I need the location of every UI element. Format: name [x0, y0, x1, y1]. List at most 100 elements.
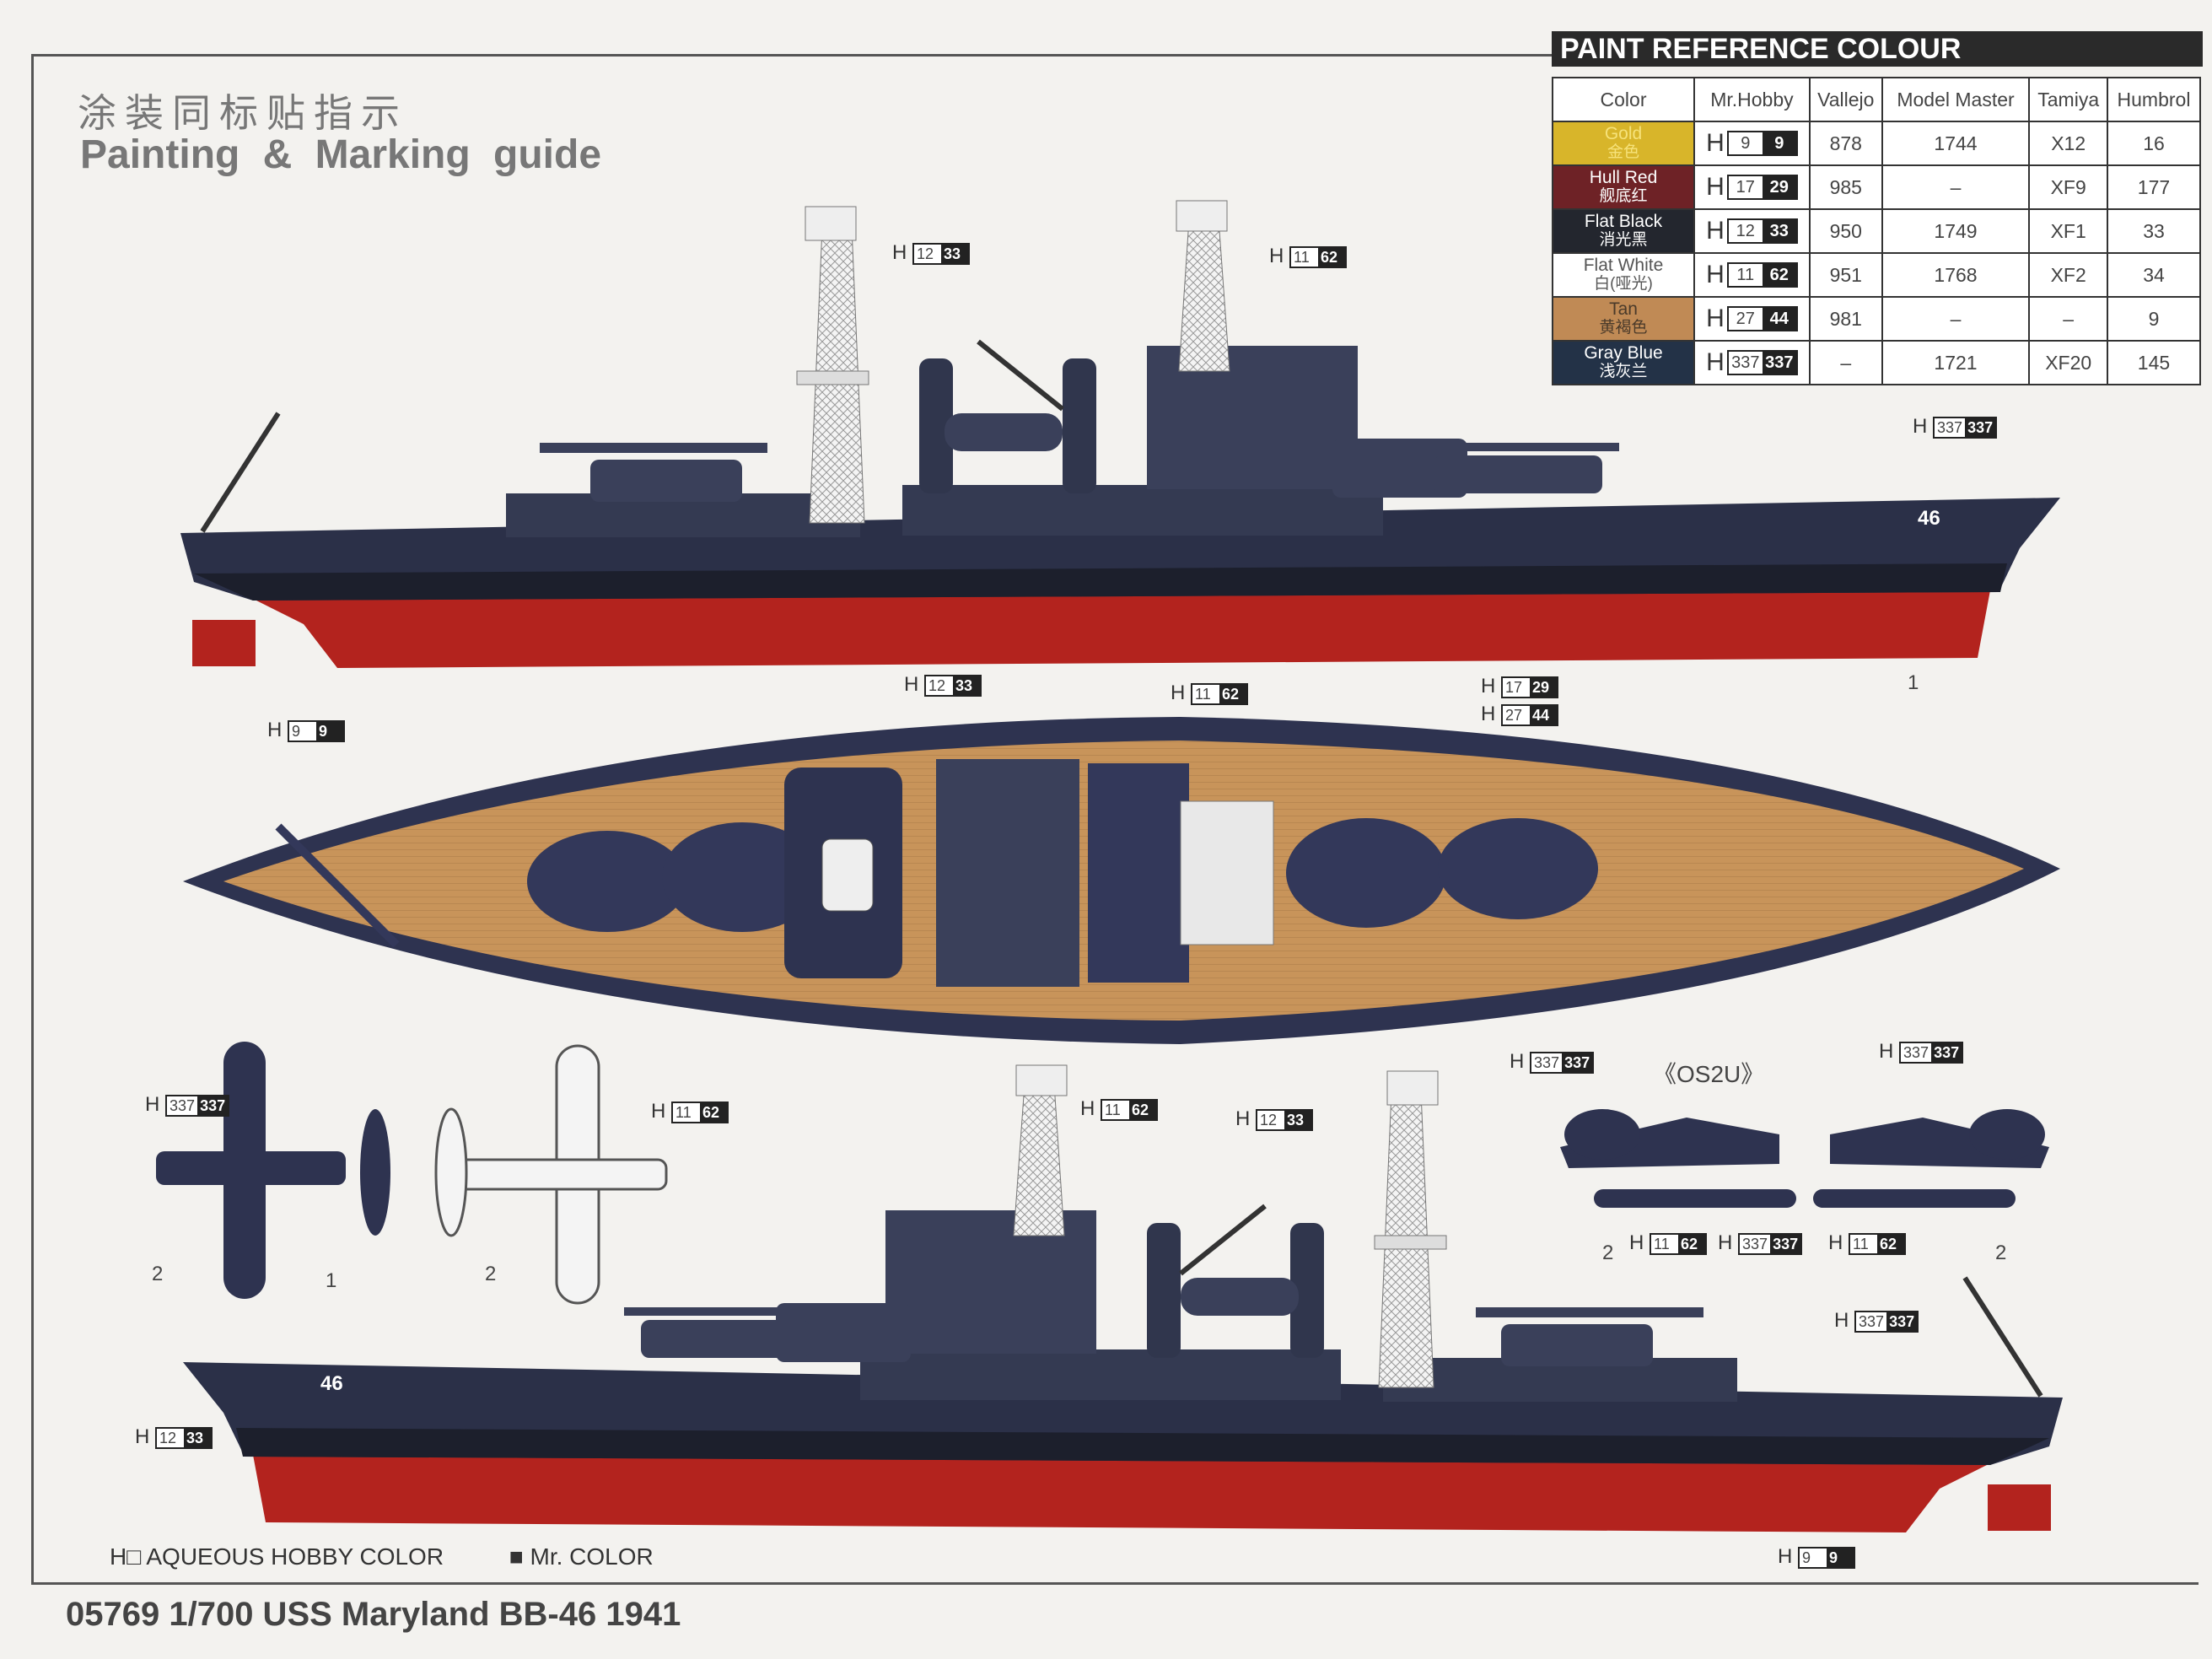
- mr-color-code: 337: [1886, 1312, 1918, 1331]
- aqueous-code: 9: [1800, 1548, 1827, 1567]
- color-name-cn: 黄褐色: [1599, 319, 1648, 337]
- part-number: 1: [1908, 671, 1919, 694]
- mr-color-code: 9: [316, 721, 344, 741]
- humbrol-code: 9: [2106, 296, 2202, 342]
- aqueous-code: 11: [673, 1102, 701, 1122]
- aqueous-code: 337: [1740, 1234, 1771, 1253]
- h-prefix: H: [1913, 415, 1928, 438]
- legend-aqueous: H□ AQUEOUS HOBBY COLOR: [110, 1543, 444, 1570]
- h-prefix: H: [1879, 1040, 1894, 1063]
- aqueous-code: 12: [914, 244, 942, 263]
- mr-color-code: 62: [1678, 1234, 1706, 1253]
- aqueous-code: 12: [157, 1428, 185, 1447]
- color-name-cn: 白(哑光): [1594, 275, 1653, 293]
- h-prefix: H: [145, 1093, 160, 1116]
- h-prefix: H: [1269, 245, 1284, 267]
- aqueous-code: 337: [167, 1096, 198, 1115]
- humbrol-code: 16: [2106, 121, 2202, 166]
- hull-number: 46: [320, 1372, 343, 1395]
- color-name: Gold: [1604, 124, 1643, 143]
- h-prefix: H: [1718, 1231, 1733, 1254]
- aqueous-code: 17: [1503, 677, 1531, 697]
- tamiya-code: XF2: [2028, 252, 2108, 298]
- aqueous-code: 11: [1102, 1100, 1130, 1119]
- part-number: 1: [326, 1269, 337, 1292]
- h-prefix: H: [1171, 681, 1186, 704]
- h-prefix: H: [1834, 1309, 1849, 1332]
- vallejo-code: 951: [1808, 252, 1883, 298]
- h-prefix: H: [1706, 261, 1725, 288]
- h-prefix: H: [1080, 1097, 1095, 1120]
- mr-color-code: 62: [1762, 264, 1796, 286]
- mr-color-code: 337: [1965, 417, 1996, 437]
- model-master-code: –: [1881, 164, 2031, 210]
- h-prefix: H: [1706, 129, 1725, 157]
- mr-color-code: 29: [1762, 176, 1796, 198]
- color-name: Gray Blue: [1584, 343, 1663, 363]
- mr-color-code: 33: [953, 676, 981, 695]
- legend-mr-color: ■ Mr. COLOR: [509, 1543, 654, 1570]
- aqueous-code: 9: [289, 721, 317, 741]
- model-master-code: 1721: [1881, 340, 2031, 385]
- h-prefix: H: [1706, 173, 1725, 201]
- mr-color-code: 62: [1129, 1100, 1157, 1119]
- h-prefix: H: [1481, 675, 1496, 698]
- mr-color-code: 33: [1762, 220, 1796, 242]
- floatplanes: [1560, 1109, 2049, 1208]
- humbrol-code: 34: [2106, 252, 2202, 298]
- mr-color-code: 62: [700, 1102, 728, 1122]
- vallejo-code: –: [1808, 340, 1883, 385]
- model-master-code: 1744: [1881, 121, 2031, 166]
- h-prefix: H: [267, 719, 283, 741]
- humbrol-code: 145: [2106, 340, 2202, 385]
- hull-number: 46: [1918, 507, 1940, 530]
- column-header: Vallejo: [1808, 77, 1883, 122]
- column-header: Mr.Hobby: [1693, 77, 1811, 122]
- h-prefix: H: [1235, 1107, 1251, 1130]
- kit-title: 05769 1/700 USS Maryland BB-46 1941: [66, 1596, 681, 1633]
- h-prefix: H: [892, 241, 907, 264]
- aqueous-code: 11: [1291, 247, 1319, 267]
- top-view: [183, 717, 2060, 1044]
- aqueous-code: 337: [1728, 352, 1763, 374]
- color-name-cn: 金色: [1607, 143, 1639, 161]
- model-master-code: 1749: [1881, 208, 2031, 254]
- color-name: Flat White: [1583, 256, 1664, 275]
- mr-color-code: 337: [1931, 1042, 1962, 1062]
- h-prefix: H: [904, 673, 919, 696]
- aqueous-code: 17: [1728, 176, 1763, 198]
- aqueous-code: 9: [1728, 132, 1763, 154]
- aqueous-code: 27: [1503, 705, 1531, 724]
- guide-frame: [31, 54, 2199, 1585]
- h-prefix: H: [1706, 348, 1725, 376]
- h-prefix: H: [1706, 304, 1725, 332]
- aqueous-code: 27: [1728, 308, 1763, 330]
- aqueous-code: 337: [1856, 1312, 1887, 1331]
- h-prefix: H: [651, 1100, 666, 1123]
- h-prefix: H: [1510, 1050, 1525, 1073]
- part-number: 2: [1602, 1242, 1614, 1264]
